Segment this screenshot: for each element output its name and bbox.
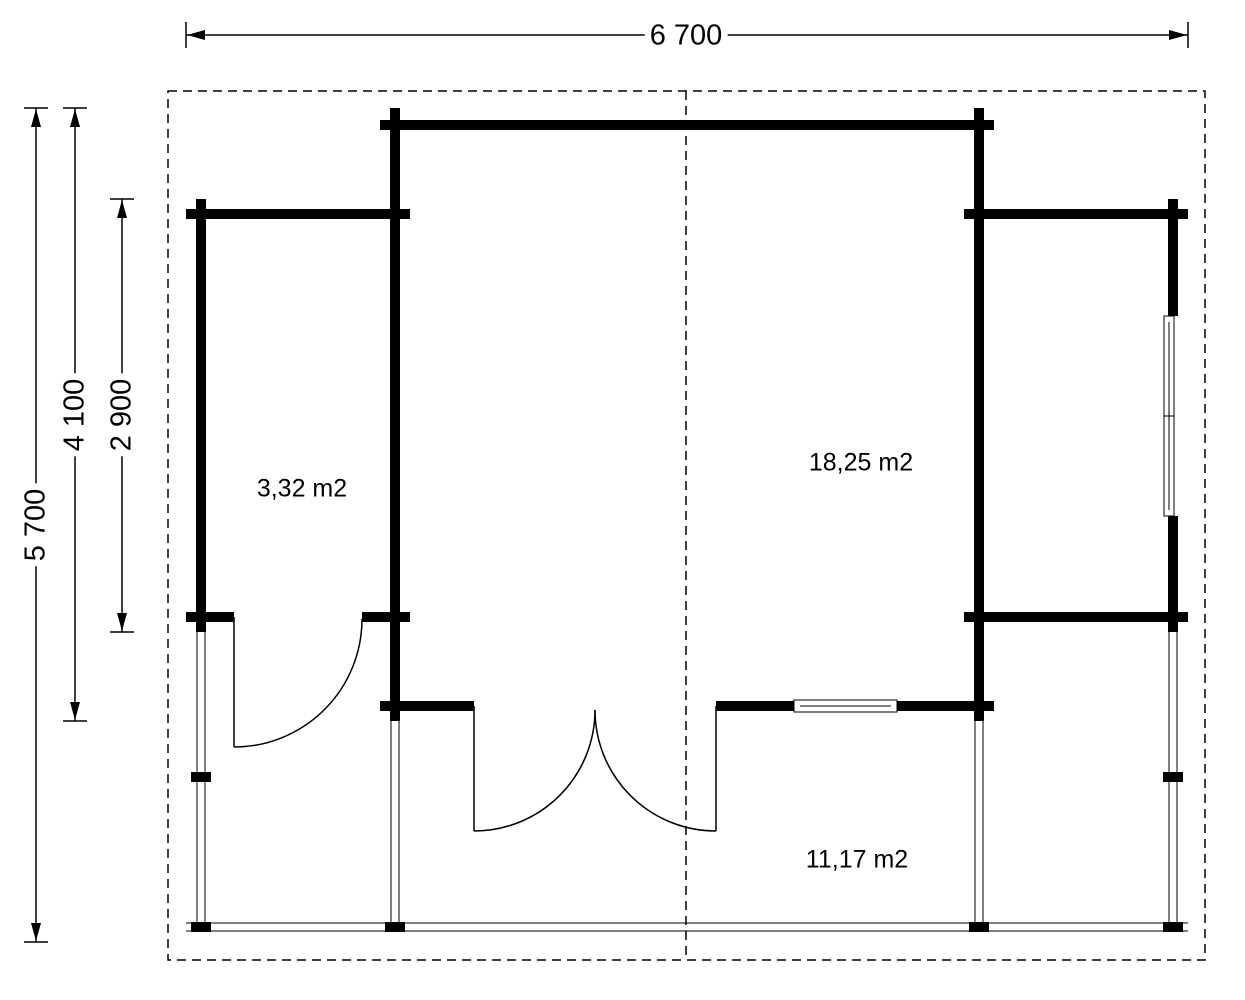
post-front-4	[1163, 922, 1183, 932]
dim-arrow-building-top	[70, 109, 80, 127]
posts	[191, 772, 1183, 932]
dim-arrow-width-left	[187, 30, 205, 40]
post-front-1	[191, 922, 211, 932]
post-front-3	[969, 922, 989, 932]
door-main-right-swing	[594, 709, 717, 832]
dim-arrow-side-top	[117, 200, 127, 218]
dim-arrow-depth-top	[31, 109, 41, 127]
area-label-terrace: 11,17 m2	[805, 845, 909, 874]
doors	[233, 617, 717, 832]
dim-label-total-depth: 5 700	[20, 483, 52, 567]
windows	[793, 315, 1175, 713]
dim-label-total-width: 6 700	[644, 21, 728, 51]
walls	[186, 108, 1188, 721]
area-label-storage: 3,32 m2	[256, 474, 348, 503]
dim-label-building-depth: 4 100	[59, 373, 91, 457]
post-left-mid	[191, 772, 211, 782]
door-storage-swing	[233, 618, 363, 748]
post-front-2	[385, 922, 405, 932]
dim-arrow-width-right	[1169, 30, 1187, 40]
thin-partitions	[186, 225, 1188, 932]
dim-arrow-side-bottom	[117, 613, 127, 631]
door-main-left-swing	[473, 709, 596, 832]
dim-arrow-depth-bottom	[31, 923, 41, 941]
dim-label-side-room-depth: 2 900	[106, 373, 138, 457]
dim-arrow-building-bottom	[70, 702, 80, 720]
post-right-mid	[1163, 772, 1183, 782]
outline-dashed	[167, 90, 1206, 961]
area-label-main-room: 18,25 m2	[808, 448, 914, 477]
